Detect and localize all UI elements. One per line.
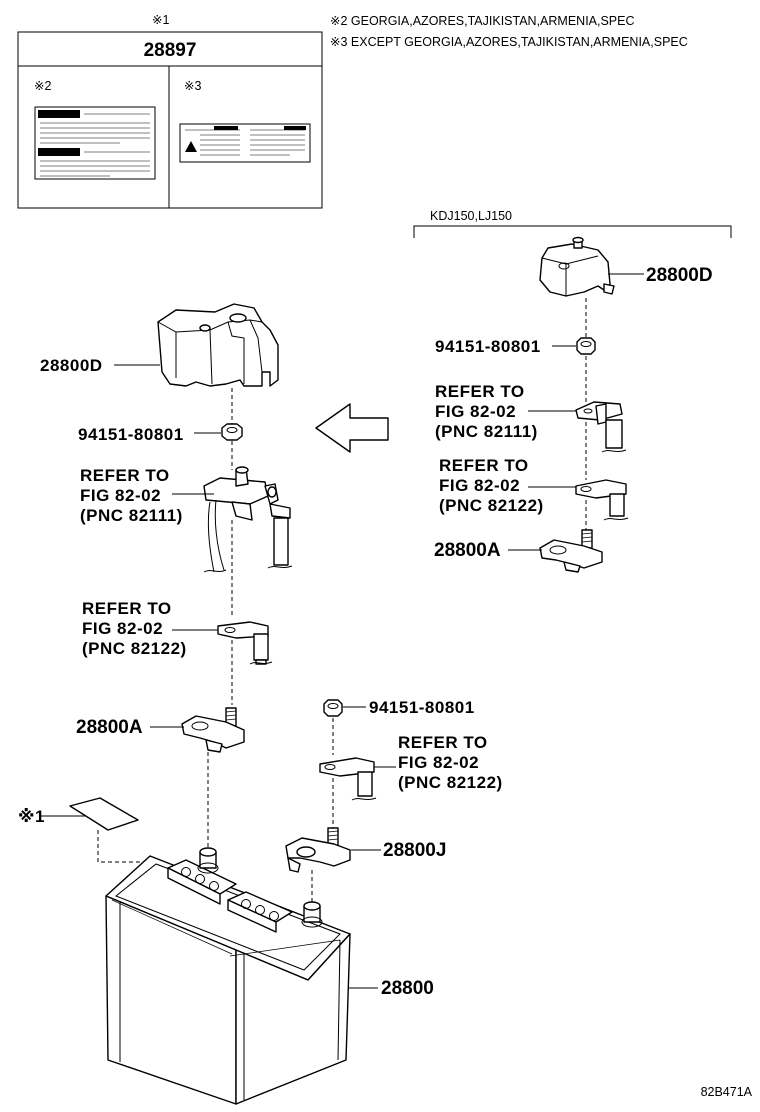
nut-left xyxy=(221,423,243,441)
right-assembly: 28800D 94151-80801 REFER TO FIG 82-02 (P… xyxy=(434,236,713,573)
label-clamp-right: 28800A xyxy=(434,540,501,561)
label-ref-right-2-line3: (PNC 82122) xyxy=(439,496,544,515)
nut-right xyxy=(576,337,596,355)
warning-label-illustration-left xyxy=(34,106,156,180)
label-ref-right-2-line1: REFER TO xyxy=(439,456,529,475)
label-ref-mid-line3: (PNC 82122) xyxy=(398,773,503,792)
label-ref-left-1-line2: FIG 82-02 xyxy=(80,486,161,505)
note-line-2: ※2 GEORGIA,AZORES,TAJIKISTAN,ARMENIA,SPE… xyxy=(330,14,635,28)
terminal-cover-right xyxy=(539,236,615,297)
terminal-cover-left xyxy=(157,303,279,387)
direction-arrow xyxy=(315,403,389,453)
table-cell-right-mark: ※3 xyxy=(184,79,201,93)
label-nut-left: 94151-80801 xyxy=(78,425,184,444)
left-assembly: 28800D 94151-80801 REFER TO FIG xyxy=(40,303,293,852)
label-ref-left-2-line1: REFER TO xyxy=(82,599,172,618)
variant-label: KDJ150,LJ150 xyxy=(430,209,512,223)
clamp-j xyxy=(285,827,351,873)
warning-label-illustration-right xyxy=(179,123,311,163)
label-ref-right-2-line2: FIG 82-02 xyxy=(439,476,520,495)
clamp-left xyxy=(181,707,245,753)
label-nut-mid: 94151-80801 xyxy=(369,698,475,717)
cable-terminal-left-82111 xyxy=(203,466,293,573)
label-ref-right-1-line1: REFER TO xyxy=(435,382,525,401)
table-note-mark: ※1 xyxy=(152,13,169,27)
label-ref-mid-line2: FIG 82-02 xyxy=(398,753,479,772)
middle-assembly: 94151-80801 REFER TO FIG 82-02 (PNC 8212… xyxy=(285,698,503,906)
label-sticker-mark: ※1 xyxy=(18,807,45,826)
plate-terminal-right-82111 xyxy=(575,401,627,453)
nut-mid xyxy=(323,699,343,717)
label-clamp-j: 28800J xyxy=(383,840,446,861)
note-line-3: ※3 EXCEPT GEORGIA,AZORES,TAJIKISTAN,ARME… xyxy=(330,35,688,49)
plate-terminal-right-82122 xyxy=(575,479,629,521)
plate-terminal-left-82122 xyxy=(217,621,273,665)
plate-terminal-mid-82122 xyxy=(319,757,377,801)
label-cover-right: 28800D xyxy=(646,265,713,286)
label-ref-left-1-line1: REFER TO xyxy=(80,466,170,485)
table-cell-left-mark: ※2 xyxy=(34,79,51,93)
label-ref-right-1-line3: (PNC 82111) xyxy=(435,422,538,441)
variant-bracket xyxy=(413,225,732,238)
battery xyxy=(105,847,351,1105)
label-ref-mid-line1: REFER TO xyxy=(398,733,488,752)
label-ref-right-1-line2: FIG 82-02 xyxy=(435,402,516,421)
label-ref-left-2-line2: FIG 82-02 xyxy=(82,619,163,638)
label-battery: 28800 xyxy=(381,978,434,999)
figure-code: 82B471A xyxy=(701,1085,753,1099)
label-cover-left: 28800D xyxy=(40,356,103,375)
clamp-right xyxy=(539,529,603,573)
label-table: ※1 28897 ※2 ※3 xyxy=(17,13,323,209)
label-ref-left-1-line3: (PNC 82111) xyxy=(80,506,183,525)
label-ref-left-2-line3: (PNC 82122) xyxy=(82,639,187,658)
table-part-number: 28897 xyxy=(144,40,197,61)
label-clamp-left: 28800A xyxy=(76,717,143,738)
table-border xyxy=(17,31,323,209)
label-nut-right: 94151-80801 xyxy=(435,337,541,356)
